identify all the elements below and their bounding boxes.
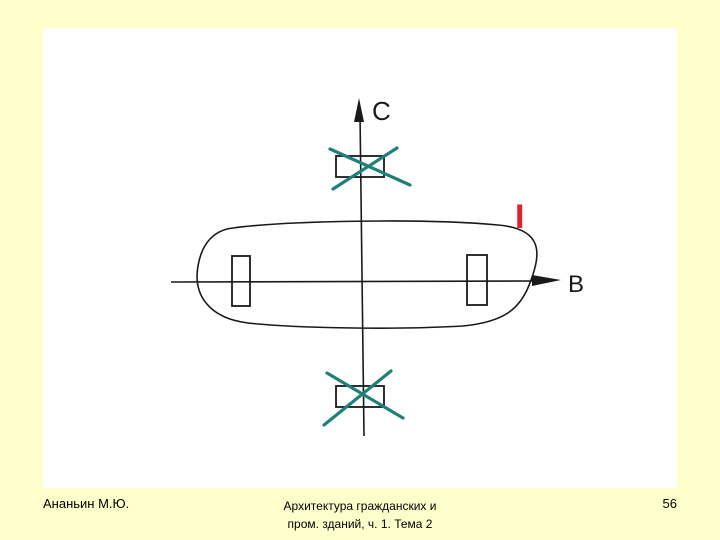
axis-b-label: B <box>568 271 584 298</box>
top-element <box>335 155 385 178</box>
footer-title-line-1: Архитектура гражданских и <box>283 499 437 513</box>
left-element <box>231 255 251 307</box>
group-label: I <box>515 198 524 236</box>
axis-c-label: C <box>372 96 391 126</box>
axis-b-arrowhead <box>532 275 561 286</box>
footer-title-line-2: пром. зданий, ч. 1. Тема 2 <box>287 517 433 531</box>
axes-diagram: C B I <box>170 96 584 437</box>
footer-title: Архитектура гражданских и пром. зданий, … <box>260 497 460 533</box>
bottom-cross-stroke-1 <box>325 371 405 420</box>
bottom-cross-stroke-2 <box>322 369 393 427</box>
footer-author: Ананьин М.Ю. <box>43 496 130 511</box>
top-cross-stroke-2 <box>331 146 399 191</box>
bottom-element <box>335 385 385 408</box>
axis-c-line <box>359 112 365 437</box>
axis-c-arrowhead <box>354 98 364 122</box>
axis-b-line <box>170 280 539 283</box>
right-element <box>466 254 488 306</box>
page-number: 56 <box>662 496 677 511</box>
group-outline <box>196 220 538 329</box>
diagram-canvas: C B I <box>43 28 677 488</box>
